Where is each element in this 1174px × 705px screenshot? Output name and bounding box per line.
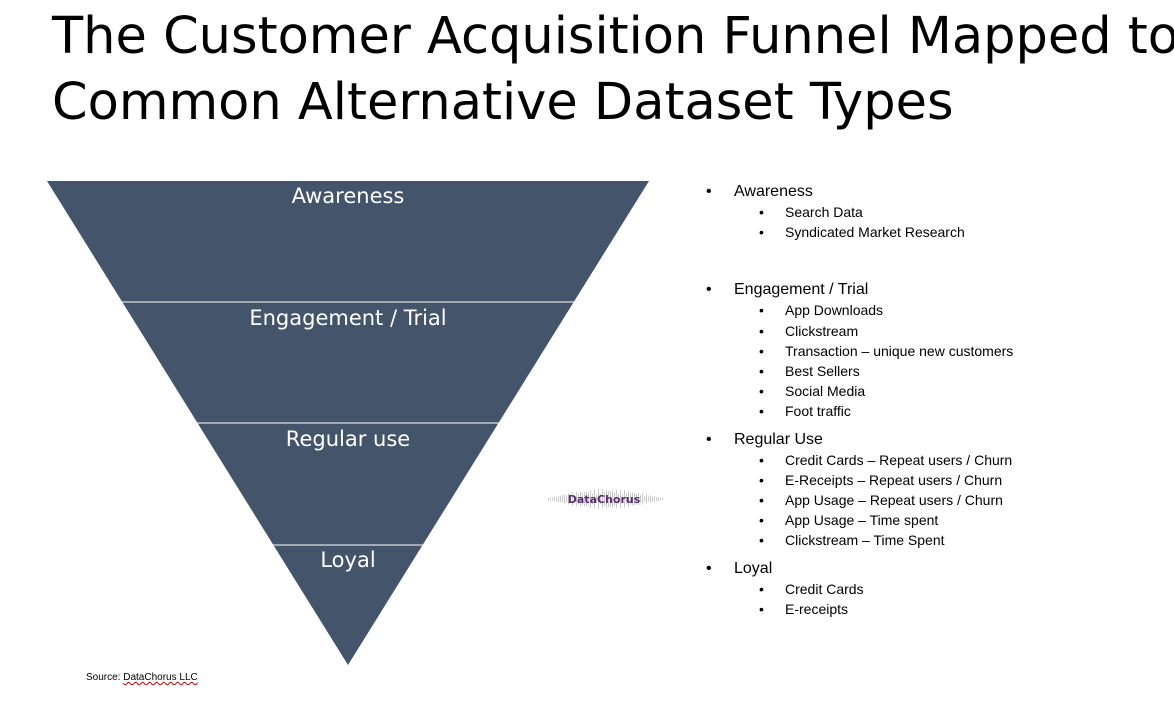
wave-bar — [564, 494, 565, 504]
wave-bar — [626, 493, 627, 505]
wave-bar — [616, 489, 617, 509]
wave-bar — [642, 493, 643, 505]
bullet-heading: Regular Use — [706, 430, 1166, 450]
wave-bar — [608, 491, 609, 507]
wave-bar — [602, 489, 603, 509]
datachorus-logo: DataChorus — [548, 489, 663, 509]
datachorus-logo-text: DataChorus — [568, 493, 641, 506]
bullet-item: Foot traffic — [706, 401, 1166, 421]
wave-bar — [554, 496, 555, 502]
wave-bar — [586, 491, 587, 507]
slide-title-line-2: Common Alternative Dataset Types — [52, 73, 954, 132]
bullet-item: Transaction – unique new customers — [706, 341, 1166, 361]
wave-bar — [590, 490, 591, 508]
wave-bar — [578, 494, 579, 504]
wave-bar — [618, 494, 619, 504]
wave-bar — [612, 490, 613, 508]
wave-bar — [636, 493, 637, 505]
source-prefix: Source: — [86, 672, 124, 683]
wave-bar — [656, 496, 657, 502]
wave-bar — [644, 496, 645, 502]
dataset-bullet-list: AwarenessSearch DataSyndicated Market Re… — [706, 182, 1166, 619]
bullet-group: LoyalCredit CardsE-receipts — [706, 559, 1166, 620]
slide-title: The Customer Acquisition Funnel Mapped t… — [52, 4, 1174, 136]
funnel-stage-loyal: Loyal — [320, 548, 375, 572]
bullet-item: Social Media — [706, 381, 1166, 401]
bullet-item: App Usage – Repeat users / Churn — [706, 490, 1166, 510]
wave-bar — [638, 492, 639, 506]
bullet-group: Engagement / TrialApp DownloadsClickstre… — [706, 280, 1166, 421]
wave-bar — [630, 493, 631, 505]
bullet-item: E-Receipts – Repeat users / Churn — [706, 470, 1166, 490]
wave-bar — [640, 495, 641, 503]
wave-bar — [648, 496, 649, 502]
bullet-item: Search Data — [706, 202, 1166, 222]
wave-bar — [650, 495, 651, 503]
bullet-item: E-receipts — [706, 599, 1166, 619]
funnel-diagram: Awareness Engagement / Trial Regular use… — [47, 181, 649, 665]
wave-bar — [580, 491, 581, 507]
bullet-item: Clickstream — [706, 321, 1166, 341]
wave-bar — [558, 495, 559, 503]
wave-bar — [662, 498, 663, 500]
bullet-item: Clickstream – Time Spent — [706, 530, 1166, 550]
wave-bar — [594, 489, 595, 509]
wave-bar — [632, 492, 633, 506]
funnel-stage-awareness: Awareness — [292, 184, 405, 208]
wave-bar — [548, 498, 549, 500]
wave-bar — [592, 493, 593, 505]
wave-bar — [654, 496, 655, 502]
bullet-heading: Engagement / Trial — [706, 280, 1166, 300]
wave-bar — [582, 492, 583, 506]
wave-bar — [652, 496, 653, 502]
funnel-stage-regular-use: Regular use — [286, 427, 410, 451]
bullet-group: Regular UseCredit Cards – Repeat users /… — [706, 430, 1166, 551]
wave-bar — [566, 495, 567, 503]
wave-bar — [596, 494, 597, 504]
bullet-item: Syndicated Market Research — [706, 222, 1166, 242]
wave-bar — [560, 495, 561, 503]
wave-bar — [634, 492, 635, 506]
wave-bar — [598, 489, 599, 509]
sound-wave-icon — [548, 489, 663, 509]
wave-bar — [622, 494, 623, 504]
wave-bar — [614, 492, 615, 506]
wave-bar — [562, 495, 563, 503]
bullet-group: AwarenessSearch DataSyndicated Market Re… — [706, 182, 1166, 243]
wave-bar — [584, 491, 585, 507]
wave-bar — [610, 491, 611, 507]
bullet-heading: Awareness — [706, 182, 1166, 202]
wave-bar — [624, 490, 625, 508]
wave-bar — [574, 495, 575, 503]
bullet-heading: Loyal — [706, 559, 1166, 579]
source-note: Source: DataChorus LLC — [86, 672, 198, 683]
wave-bar — [660, 497, 661, 501]
bullet-item: App Downloads — [706, 300, 1166, 320]
bullet-item: App Usage – Time spent — [706, 510, 1166, 530]
wave-bar — [658, 497, 659, 501]
wave-bar — [606, 490, 607, 508]
wave-bar — [600, 493, 601, 505]
wave-bar — [628, 491, 629, 507]
slide-title-line-1: The Customer Acquisition Funnel Mapped t… — [52, 7, 1174, 66]
funnel-stage-engagement: Engagement / Trial — [249, 306, 446, 330]
wave-bar — [588, 492, 589, 506]
wave-bar — [604, 492, 605, 506]
bullet-item: Credit Cards — [706, 579, 1166, 599]
wave-bar — [552, 497, 553, 501]
wave-bar — [646, 494, 647, 504]
wave-bar — [568, 493, 569, 505]
source-name: DataChorus LLC — [123, 672, 198, 683]
wave-bar — [556, 496, 557, 502]
wave-bar — [570, 495, 571, 503]
wave-bar — [576, 491, 577, 507]
bullet-item: Credit Cards – Repeat users / Churn — [706, 450, 1166, 470]
wave-bar — [620, 489, 621, 509]
bullet-item: Best Sellers — [706, 361, 1166, 381]
wave-bar — [572, 492, 573, 506]
wave-bar — [550, 497, 551, 501]
